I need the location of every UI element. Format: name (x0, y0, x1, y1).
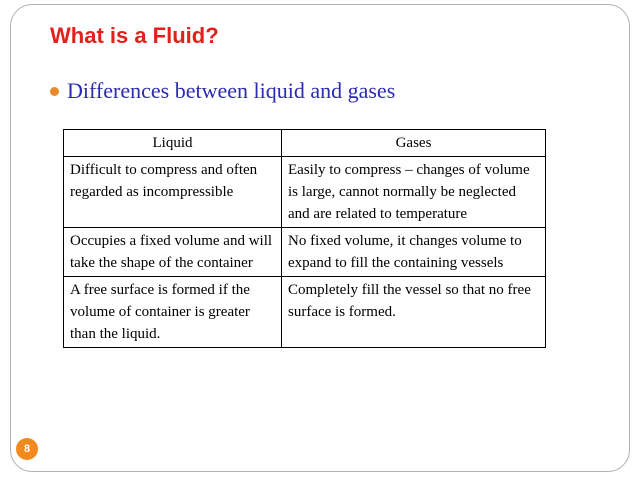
header-gases: Gases (281, 129, 546, 157)
bullet-item: Differences between liquid and gases (50, 78, 395, 104)
table-row: A free surface is formed if the volume o… (63, 276, 546, 348)
table-row: Difficult to compress and often regarded… (63, 156, 546, 228)
table-row: Occupies a fixed volume and will take th… (63, 227, 546, 277)
table-cell: Difficult to compress and often regarded… (63, 156, 282, 228)
bullet-text: Differences between liquid and gases (67, 78, 396, 103)
slide-frame (10, 4, 630, 472)
comparison-table: Liquid Gases Difficult to compress and o… (63, 129, 546, 348)
table-header-row: Liquid Gases (63, 129, 546, 157)
page-number-badge: 8 (16, 438, 38, 460)
table-cell: Easily to compress – changes of volume i… (281, 156, 546, 228)
table-cell: A free surface is formed if the volume o… (63, 276, 282, 348)
table-cell: No fixed volume, it changes volume to ex… (281, 227, 546, 277)
table-cell: Completely fill the vessel so that no fr… (281, 276, 546, 348)
slide-title: What is a Fluid? (50, 23, 219, 48)
table-cell: Occupies a fixed volume and will take th… (63, 227, 282, 277)
bullet-dot-icon (50, 86, 59, 96)
header-liquid: Liquid (63, 129, 282, 157)
